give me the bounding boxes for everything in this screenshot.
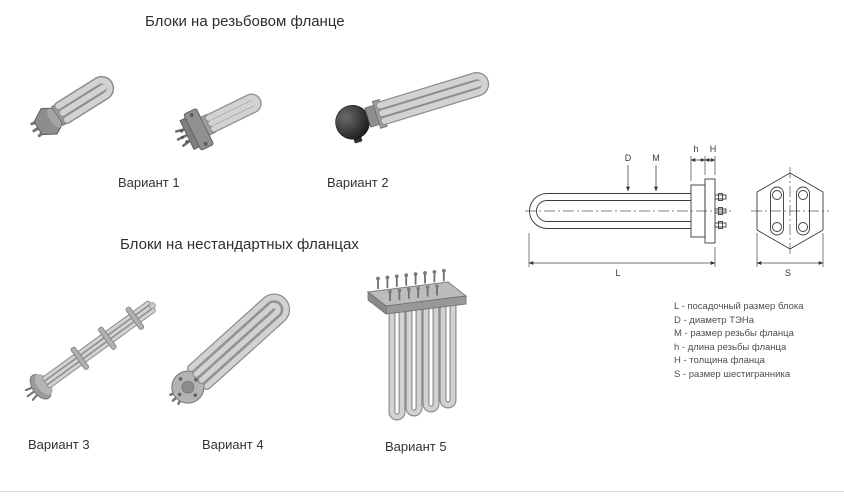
heater-render-variant-2	[318, 48, 500, 168]
dim-label-L: L	[615, 268, 620, 278]
legend-line-H: H - толщина фланца	[674, 355, 765, 366]
dimension-h: h	[690, 144, 706, 181]
dim-label-H: H	[710, 144, 717, 154]
round-flange	[171, 370, 205, 404]
dim-label-D: D	[625, 153, 632, 163]
heater-variant-3-svg	[24, 300, 156, 401]
heater-render-variant-1a	[15, 48, 130, 171]
legend-line-D: D - диаметр ТЭНа	[674, 314, 754, 326]
heating-tubes	[53, 75, 115, 125]
dimension-L: L	[528, 233, 716, 278]
dimension-H: H	[704, 144, 717, 175]
hex-flange	[33, 101, 71, 136]
variant-3-label: Вариант 3	[28, 437, 90, 452]
heater-variant-2-svg	[335, 72, 490, 144]
variant-1-label: Вариант 1	[118, 175, 180, 190]
dim-label-M: M	[652, 153, 660, 163]
hex-end-view	[751, 167, 829, 255]
heating-tubes	[375, 72, 490, 126]
legend-line-M: M - размер резьбы фланца	[674, 328, 794, 339]
dimension-D: D	[625, 153, 632, 192]
legend-line-L: L - посадочный размер блока	[674, 301, 804, 312]
terminal-pins	[376, 268, 446, 301]
legend-line-h: h - длина резьбы фланца	[674, 341, 787, 353]
heater-render-variant-3	[2, 268, 187, 433]
heater-variant-5-svg	[366, 268, 468, 421]
section-title-nonstandard-flange: Блоки на нестандартных фланцах	[120, 236, 359, 253]
heater-variant-4-svg	[169, 293, 291, 405]
dimension-legend: L - посадочный размер блока D - диаметр …	[674, 300, 804, 381]
tube-tip	[148, 302, 156, 310]
hanging-hairpin-tubes	[388, 296, 457, 421]
mounting-plate	[366, 281, 468, 315]
dim-label-h: h	[693, 144, 698, 154]
dimension-M: M	[652, 153, 660, 192]
dim-label-S: S	[785, 268, 791, 278]
terminal-studs	[714, 193, 727, 229]
heater-variant-1b-svg	[174, 93, 262, 151]
spacer-disks	[70, 306, 145, 370]
variant-5-label: Вариант 5	[385, 439, 447, 454]
dimension-drawing: D M h H L	[525, 144, 829, 278]
legend-line-S: S - размер шестигранника	[674, 368, 791, 380]
heater-render-variant-1b	[165, 66, 280, 176]
heater-variant-1a-svg	[30, 75, 115, 138]
variant-2-label: Вариант 2	[327, 175, 389, 190]
heating-tubes	[204, 93, 262, 133]
heater-render-variant-5	[352, 256, 478, 441]
section-title-threaded-flange: Блоки на резьбовом фланце	[145, 13, 345, 30]
heating-tubes	[41, 300, 156, 389]
page-bottom-divider	[0, 491, 844, 492]
dimension-S: S	[756, 233, 824, 278]
side-view	[525, 178, 733, 244]
spherical-terminal-cap	[335, 104, 370, 144]
heater-render-variant-4	[142, 270, 314, 437]
heating-tubes	[186, 293, 291, 391]
variant-4-label: Вариант 4	[202, 437, 264, 452]
